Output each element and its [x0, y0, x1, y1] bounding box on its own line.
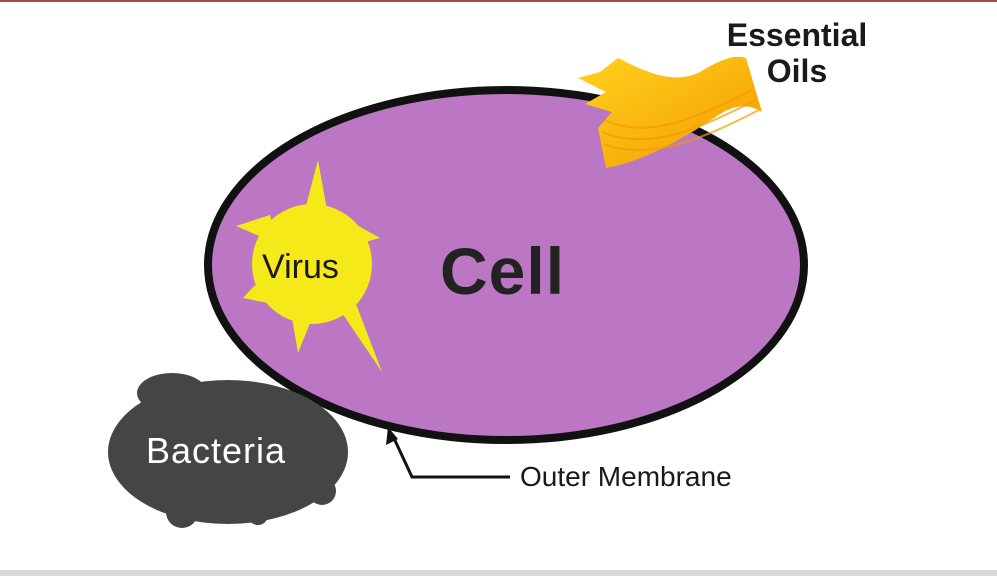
- virus-particle: [236, 160, 382, 372]
- bacteria-blob: [108, 373, 348, 528]
- top-border: [0, 0, 997, 2]
- cell-body: [204, 86, 808, 444]
- essential-oils-ribbon: [578, 56, 762, 168]
- outer-membrane-label: Outer Membrane: [520, 461, 732, 492]
- essential-oils-line2: Oils: [766, 52, 828, 89]
- membrane-pointer-arrow: [386, 427, 510, 479]
- virus-label: Virus: [262, 248, 339, 286]
- essential-oils-line1: Essential: [726, 17, 868, 53]
- bottom-border: [0, 570, 997, 576]
- cell-label: Cell: [440, 234, 566, 308]
- essential-oils-label: Essential Oils: [712, 17, 882, 90]
- bacteria-label: Bacteria: [146, 430, 287, 471]
